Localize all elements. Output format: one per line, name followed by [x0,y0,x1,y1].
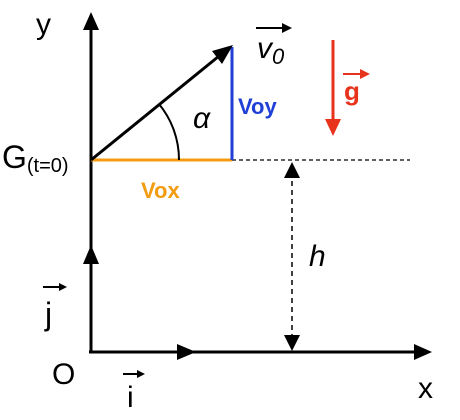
x-axis-arrowhead [414,344,432,360]
velocity-arrowhead [212,45,233,64]
height-label: h [309,240,326,273]
unit-vector-j-arrowhead [83,245,99,264]
velocity-vector [90,50,225,162]
unit-vector-i-arrowhead [177,344,196,360]
velocity-label: v0 [257,32,285,69]
gravity-label: g [344,76,360,106]
y-axis-arrowhead [83,12,99,30]
angle-arc [158,103,181,161]
height-arrow-bottom [284,335,300,351]
i-vector-bar-head [137,370,145,378]
start-point-subscript: (t=0) [27,155,69,177]
vox-label: Vox [141,178,180,203]
angle-label: α [193,102,211,135]
y-axis-label: y [36,8,51,41]
origin-label: O [52,358,75,391]
unit-j-label: j [44,296,52,332]
x-axis-label: x [418,372,433,405]
gravity-arrowhead [325,119,341,136]
j-vector-bar-head [59,283,67,291]
g-vector-bar-head [360,69,370,79]
v0-vector-bar-head [282,23,292,33]
voy-label: Voy [238,94,277,119]
height-arrow-top [284,162,300,178]
unit-i-label: i [127,381,134,414]
start-point-label: G(t=0) [2,139,69,177]
velocity-subscript: 0 [272,44,285,69]
